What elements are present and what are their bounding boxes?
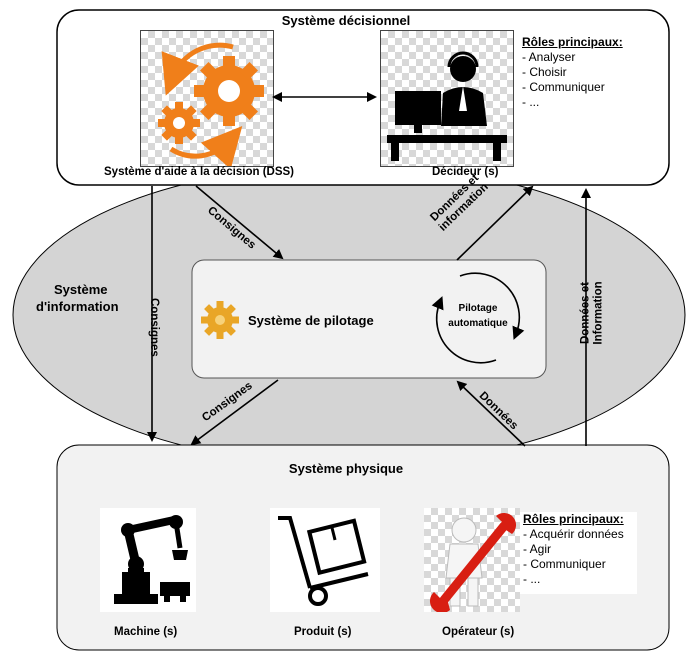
decision-maker-icon — [387, 51, 507, 161]
machine-image — [100, 508, 196, 612]
donnees-right-label: Données et Information — [580, 281, 606, 344]
decisional-role-item: - Analyser — [522, 50, 576, 64]
decisional-system-title: Système décisionnel — [281, 13, 411, 28]
information-system-title-line1: Système — [54, 282, 108, 297]
donnees-right-label-line1: Données et — [579, 282, 592, 344]
donnees-right-label-line2: Information — [592, 281, 605, 345]
physical-role-item: - Acquérir données — [523, 527, 624, 541]
consignes-diagonal-bottom-arrow — [190, 379, 279, 446]
decider-image — [380, 30, 514, 167]
pilot-auto-line2: automatique — [448, 318, 508, 329]
dss-label: Système d'aide à la décision (DSS) — [104, 166, 294, 178]
physical-role-item: - Agir — [523, 542, 552, 556]
consignes-diagonal-top-arrow — [195, 185, 284, 260]
decisional-role-item: - Choisir — [522, 65, 567, 79]
hand-truck-icon — [278, 516, 369, 606]
robot-arm-icon — [114, 515, 190, 604]
decisional-roles: Rôles principaux: - Analyser - Choisir -… — [522, 35, 623, 110]
gears-icon — [158, 42, 264, 170]
cycle-icon — [431, 272, 525, 364]
decisional-role-item: - Communiquer — [522, 80, 605, 94]
information-system-title-line2: d'information — [36, 299, 119, 314]
operator-with-wrench-icon — [429, 512, 517, 614]
donnees-arrow — [456, 380, 526, 447]
decisional-roles-title: Rôles principaux: — [522, 35, 623, 49]
pilot-auto-line1: Pilotage — [458, 303, 498, 314]
product-label: Produit (s) — [294, 626, 352, 638]
operator-label: Opérateur (s) — [442, 626, 515, 638]
donnees-information-arrow — [456, 185, 534, 261]
physical-roles: Rôles principaux: - Acquérir données - A… — [520, 512, 637, 594]
pilot-gear-icon — [201, 301, 239, 339]
product-image — [270, 508, 380, 612]
operator-image — [424, 508, 520, 614]
physical-system-title: Système physique — [288, 461, 404, 476]
pilot-system-title: Système de pilotage — [248, 313, 374, 328]
physical-role-item: - Communiquer — [523, 557, 606, 571]
physical-role-item: - ... — [523, 572, 541, 586]
pilot-system-box — [191, 259, 547, 379]
machine-label: Machine (s) — [114, 626, 178, 638]
decider-label: Décideur (s) — [432, 166, 499, 178]
decisional-role-item: - ... — [522, 95, 540, 109]
physical-roles-title: Rôles principaux: — [523, 512, 624, 526]
consignes-left-label: Consignes — [148, 298, 160, 357]
dss-image — [140, 30, 274, 170]
